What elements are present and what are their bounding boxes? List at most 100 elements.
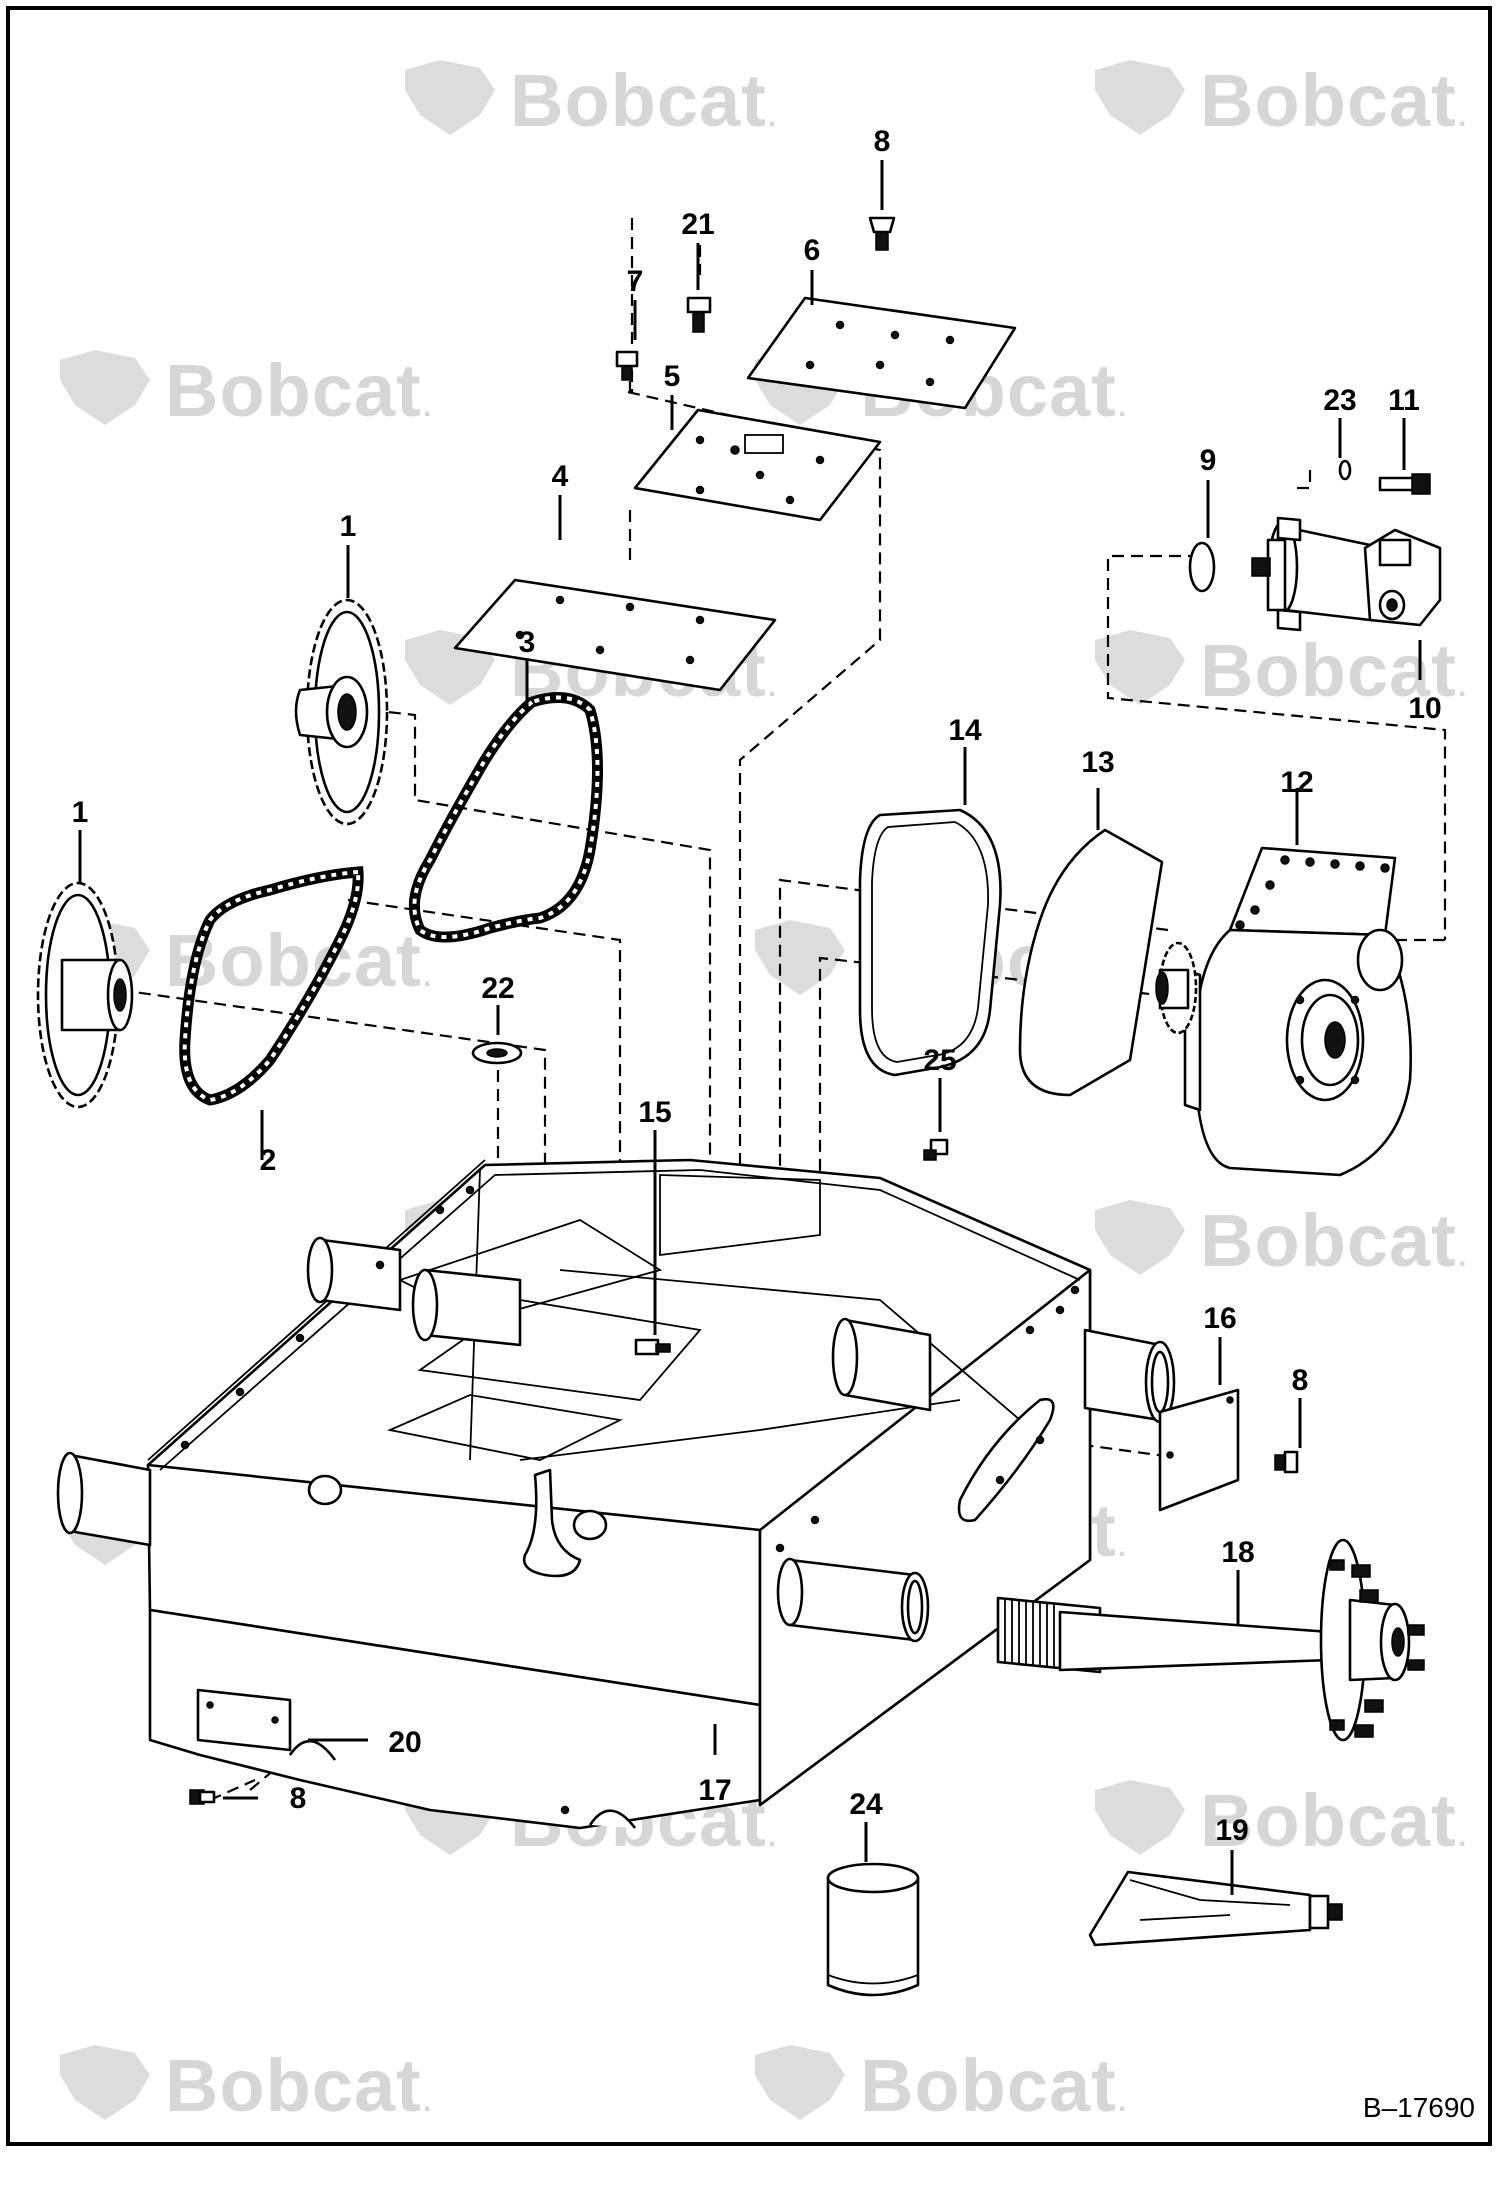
svg-text:Bobcat: Bobcat: [860, 2044, 1117, 2127]
bobcat-logo-icon: [755, 2045, 845, 2120]
watermark: Bobcat .: [1095, 629, 1467, 712]
o-ring-9: [1188, 541, 1216, 593]
callout-16: 16: [1203, 1302, 1236, 1335]
callout-8-top: 8: [874, 125, 891, 158]
drawing-number: B–17690: [1363, 2092, 1475, 2123]
callout-25: 25: [923, 1044, 956, 1077]
svg-text:.: .: [423, 960, 432, 993]
callout-6: 6: [804, 234, 821, 267]
svg-text:.: .: [1118, 2085, 1127, 2118]
housing-bolts: [1235, 855, 1390, 1085]
svg-text:Bobcat: Bobcat: [1200, 629, 1457, 712]
callout-22: 22: [481, 972, 514, 1005]
watermark: Bobcat .: [1095, 1779, 1467, 1862]
svg-text:.: .: [1458, 1820, 1467, 1853]
fitting-25: [923, 1138, 949, 1161]
bolt-8-top: [868, 216, 896, 251]
callout-13: 13: [1081, 746, 1114, 779]
chain-3: [408, 692, 603, 943]
bobcat-logo-icon: [1095, 60, 1185, 135]
chain-2: [179, 866, 364, 1106]
sealant-tube-19: [1088, 1870, 1343, 1947]
svg-text:Bobcat: Bobcat: [165, 2044, 422, 2127]
callout-21: 21: [681, 208, 714, 241]
bobcat-logo-icon: [1095, 630, 1185, 705]
callout-12: 12: [1280, 766, 1313, 799]
callout-8-right: 8: [1292, 1364, 1309, 1397]
sprocket-lower: [36, 881, 134, 1109]
svg-text:.: .: [1458, 670, 1467, 703]
svg-text:.: .: [1458, 100, 1467, 133]
gear-housing-12: [1155, 846, 1413, 1177]
svg-text:.: .: [768, 1820, 777, 1853]
axle-18: [996, 1538, 1425, 1742]
callout-20: 20: [388, 1726, 421, 1759]
plate-5: [633, 408, 882, 522]
page-border: [6, 6, 1492, 2146]
svg-text:.: .: [1118, 1530, 1127, 1563]
watermark: Bobcat .: [755, 2044, 1127, 2127]
callout-24: 24: [849, 1788, 883, 1821]
svg-text:.: .: [1458, 1240, 1467, 1273]
callout-7: 7: [627, 265, 644, 298]
leader-lines: [78, 160, 1422, 1895]
grease-can-24: [826, 1862, 920, 1997]
callout-18: 18: [1221, 1536, 1254, 1569]
seal-22: [471, 1041, 523, 1065]
callout-3: 3: [519, 626, 536, 659]
bobcat-logo-icon: [1095, 1200, 1185, 1275]
svg-text:.: .: [423, 390, 432, 423]
gasket-13: [1018, 828, 1164, 1097]
plate-4: [453, 578, 777, 692]
svg-text:.: .: [423, 2085, 432, 2118]
callout-8-left: 8: [290, 1782, 307, 1815]
bolt-15: [634, 1338, 671, 1356]
svg-text:Bobcat: Bobcat: [1200, 59, 1457, 142]
callout-14: 14: [948, 714, 982, 747]
callout-19: 19: [1215, 1814, 1248, 1847]
plate-16: [1158, 1388, 1240, 1512]
callout-15: 15: [638, 1096, 671, 1129]
bolt-11: [1378, 473, 1431, 495]
plate-6: [746, 296, 1017, 410]
callout-11: 11: [1388, 384, 1420, 417]
axle-splines: [1004, 1599, 1055, 1667]
callout-10: 10: [1408, 692, 1441, 725]
frame-weldment: [56, 1158, 1176, 1830]
svg-text:Bobcat: Bobcat: [1200, 1199, 1457, 1282]
svg-text:Bobcat: Bobcat: [165, 349, 422, 432]
callout-23: 23: [1323, 384, 1356, 417]
bobcat-logo-icon: [405, 60, 495, 135]
bobcat-logo-icon: [60, 2045, 150, 2120]
svg-text:Bobcat: Bobcat: [510, 59, 767, 142]
watermark: Bobcat .: [1095, 59, 1467, 142]
callout-2: 2: [260, 1144, 277, 1177]
svg-text:.: .: [1118, 390, 1127, 423]
bolt-21: [686, 296, 712, 333]
bobcat-logo-icon: [60, 350, 150, 425]
watermark: Bobcat .: [60, 349, 432, 432]
o-ring-23: [1338, 459, 1352, 481]
plate-20: [196, 1688, 292, 1752]
bolt-7: [615, 350, 639, 381]
watermark: Bobcat .: [60, 2044, 432, 2127]
hydraulic-motor-10: [1251, 516, 1442, 632]
svg-text:.: .: [768, 670, 777, 703]
callout-17: 17: [698, 1774, 731, 1807]
output-sprocket: [1155, 941, 1198, 1035]
callout-9: 9: [1200, 444, 1217, 477]
callout-4: 4: [552, 460, 569, 493]
callout-labels: 1 1 2 3 4 5 6 7 8 8 8 9 10 11 12 13 14 1…: [72, 125, 1442, 1847]
bolt-8-right: [1274, 1450, 1299, 1474]
svg-text:.: .: [768, 100, 777, 133]
svg-text:Bobcat: Bobcat: [1200, 1779, 1457, 1862]
wheel-studs: [1329, 1559, 1425, 1738]
bolt-8-left: [189, 1789, 216, 1805]
callout-5: 5: [664, 360, 681, 393]
callout-1-upper: 1: [340, 510, 357, 543]
gasket-14: [858, 808, 1002, 1077]
bobcat-logo-icon: [755, 920, 845, 995]
watermark: Bobcat .: [1095, 1199, 1467, 1282]
bobcat-logo-icon: [1095, 1780, 1185, 1855]
